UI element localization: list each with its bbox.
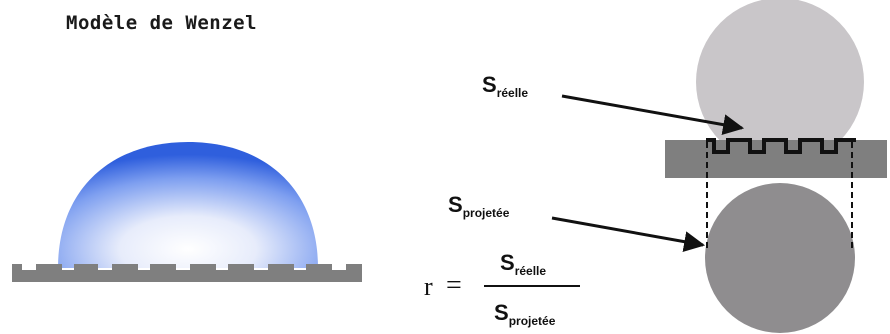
label-s-reelle-main: S xyxy=(482,72,497,97)
formula-r: r xyxy=(424,272,433,301)
circle-bottom xyxy=(705,183,855,333)
real-surface-profile xyxy=(706,138,856,154)
label-s-projetee-main: S xyxy=(448,192,463,217)
arrow-s-reelle xyxy=(561,94,745,136)
formula-denominator-main: S xyxy=(494,300,509,325)
water-droplet xyxy=(58,142,318,268)
diagram-title: Modèle de Wenzel xyxy=(66,12,258,34)
rough-surface-left xyxy=(12,264,362,282)
label-s-projetee: Sprojetée xyxy=(448,192,510,220)
formula-numerator-sub: réelle xyxy=(514,264,547,278)
formula-equals: = xyxy=(446,270,462,301)
projected-plate xyxy=(665,140,887,178)
label-s-reelle-sub: réelle xyxy=(496,86,529,100)
formula-denominator-sub: projetée xyxy=(508,314,556,328)
formula-denominator: Sprojetée xyxy=(494,300,556,328)
arrow-s-projetee xyxy=(551,216,706,253)
label-s-projetee-sub: projetée xyxy=(462,206,510,220)
formula-numerator: Sréelle xyxy=(500,250,547,278)
label-s-reelle: Sréelle xyxy=(482,72,529,100)
formula-numerator-main: S xyxy=(500,250,515,275)
